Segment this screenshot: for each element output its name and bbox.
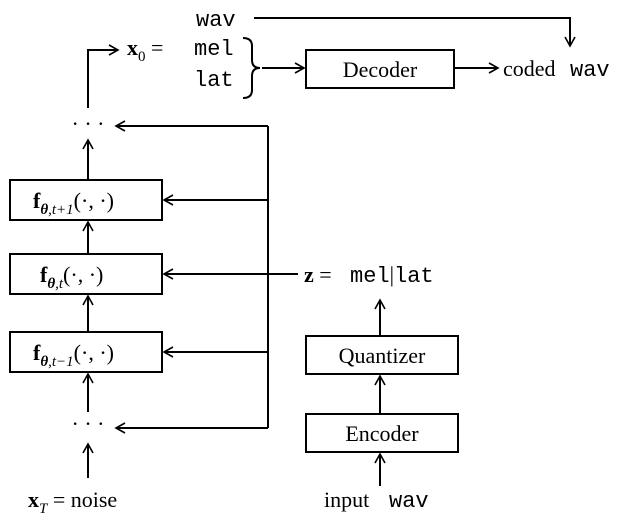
f-step-minus-label: fθ,t−1(·, ·) [33, 340, 114, 370]
wav-to-coded-arrow [254, 17, 576, 48]
chain-to-x0-arrow [87, 44, 120, 108]
decoder-label: Decoder [343, 57, 418, 82]
f-step-t-box [9, 253, 163, 295]
f-step-plus-box [9, 179, 163, 221]
right-brace [242, 37, 261, 99]
input-wav-label: wav [389, 489, 429, 514]
x0-label: x0 = [127, 35, 163, 65]
coded-label: coded [503, 56, 556, 81]
lat-label: lat [194, 68, 234, 93]
f-step-plus-label: fθ,t+1(·, ·) [33, 188, 114, 218]
top-wav-label: wav [196, 8, 236, 33]
dots-top: · · · [72, 111, 105, 136]
dots-bottom: · · · [72, 411, 105, 436]
mel-label: mel [194, 37, 234, 62]
z-value-label: mel|lat [350, 262, 434, 289]
f-step-t-label: fθ,t(·, ·) [40, 262, 103, 292]
input-label: input [324, 487, 369, 512]
z-label: z = [304, 262, 332, 287]
quantizer-box [305, 335, 459, 375]
quantizer-label: Quantizer [339, 343, 426, 368]
xT-noise-label: xT = noise [28, 487, 117, 517]
encoder-label: Encoder [345, 421, 419, 446]
encoder-box [305, 413, 459, 453]
coded-wav-label: wav [570, 58, 610, 83]
f-step-minus-box [9, 331, 163, 373]
